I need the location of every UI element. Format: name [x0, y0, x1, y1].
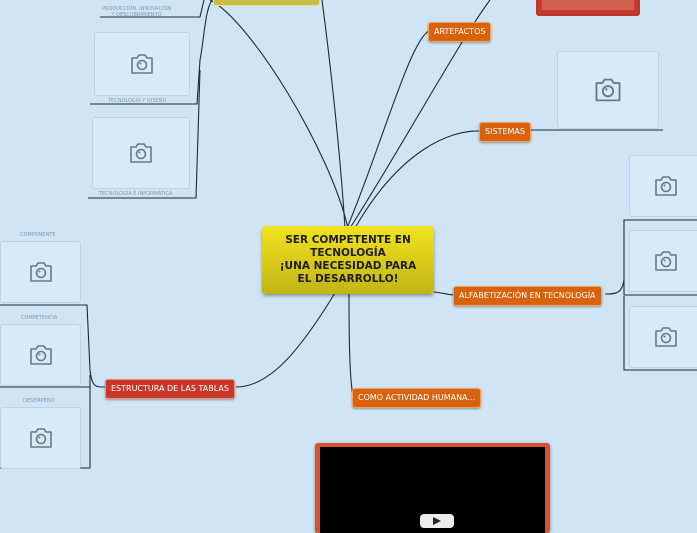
central-topic[interactable]: SER COMPETENTE EN TECNOLOGÍA ¡UNA NECESI… [262, 226, 434, 294]
image-placeholder-competencia[interactable] [0, 324, 81, 386]
central-topic-line: ¡UNA NECESIDAD PARA [279, 260, 417, 272]
video-screen[interactable] [320, 447, 545, 533]
central-topic-line: TECNOLOGÍA [310, 247, 386, 259]
topic-sistemas[interactable]: SISTEMAS [479, 122, 531, 142]
caption-competencia: COMPETENCIA [21, 315, 58, 321]
camera-icon [29, 428, 52, 448]
topic-estructura-tablas[interactable]: ESTRUCTURA DE LAS TABLAS [105, 379, 235, 399]
image-placeholder-tecnologia-diseno[interactable] [94, 32, 190, 96]
topic-artefactos[interactable]: ARTEFACTOS [428, 22, 492, 42]
image-placeholder-alfabetizacion-3[interactable] [629, 306, 697, 368]
image-placeholder-componente[interactable] [0, 241, 81, 303]
camera-icon [131, 54, 153, 74]
caption-tecnologia-diseno: TECNOLOGÍA Y DISEÑO [108, 98, 167, 104]
topic-actividad-humana[interactable]: COMO ACTIVIDAD HUMANA... [352, 388, 482, 408]
camera-icon [29, 262, 52, 282]
caption-desempeno: DESEMPEÑO [23, 398, 55, 404]
play-icon[interactable] [420, 514, 454, 528]
image-placeholder-desempeno[interactable] [0, 407, 81, 469]
caption-produccion: PRODUCCIÓN, INNOVACIÓN Y DESCUBRIMIENTO [102, 6, 172, 18]
video-embed[interactable] [315, 443, 550, 533]
camera-icon [655, 251, 677, 271]
caption-tecnologia-informatica: TECNOLOGÍA E INFORMÁTICA [99, 191, 173, 197]
image-placeholder-tecnologia-informatica[interactable] [92, 117, 190, 189]
central-topic-line: SER COMPETENTE EN [285, 234, 411, 246]
camera-icon [130, 143, 152, 163]
image-placeholder-alfabetizacion-2[interactable] [629, 230, 697, 292]
camera-icon [655, 176, 677, 196]
topic-alfabetizacion[interactable]: ALFABETIZACIÓN EN TECNOLOGÍA [453, 286, 602, 306]
caption-componente: COMPONENTE [20, 232, 56, 238]
camera-icon [595, 78, 621, 102]
partial-red-topic-top[interactable] [536, 0, 640, 16]
camera-icon [655, 327, 677, 347]
connector-lines [0, 0, 697, 469]
central-topic-line: EL DESARROLLO! [297, 273, 399, 285]
camera-icon [29, 345, 52, 365]
image-placeholder-sistemas[interactable] [557, 51, 659, 129]
partial-topic-top[interactable] [213, 0, 320, 6]
image-placeholder-alfabetizacion-1[interactable] [629, 155, 697, 217]
